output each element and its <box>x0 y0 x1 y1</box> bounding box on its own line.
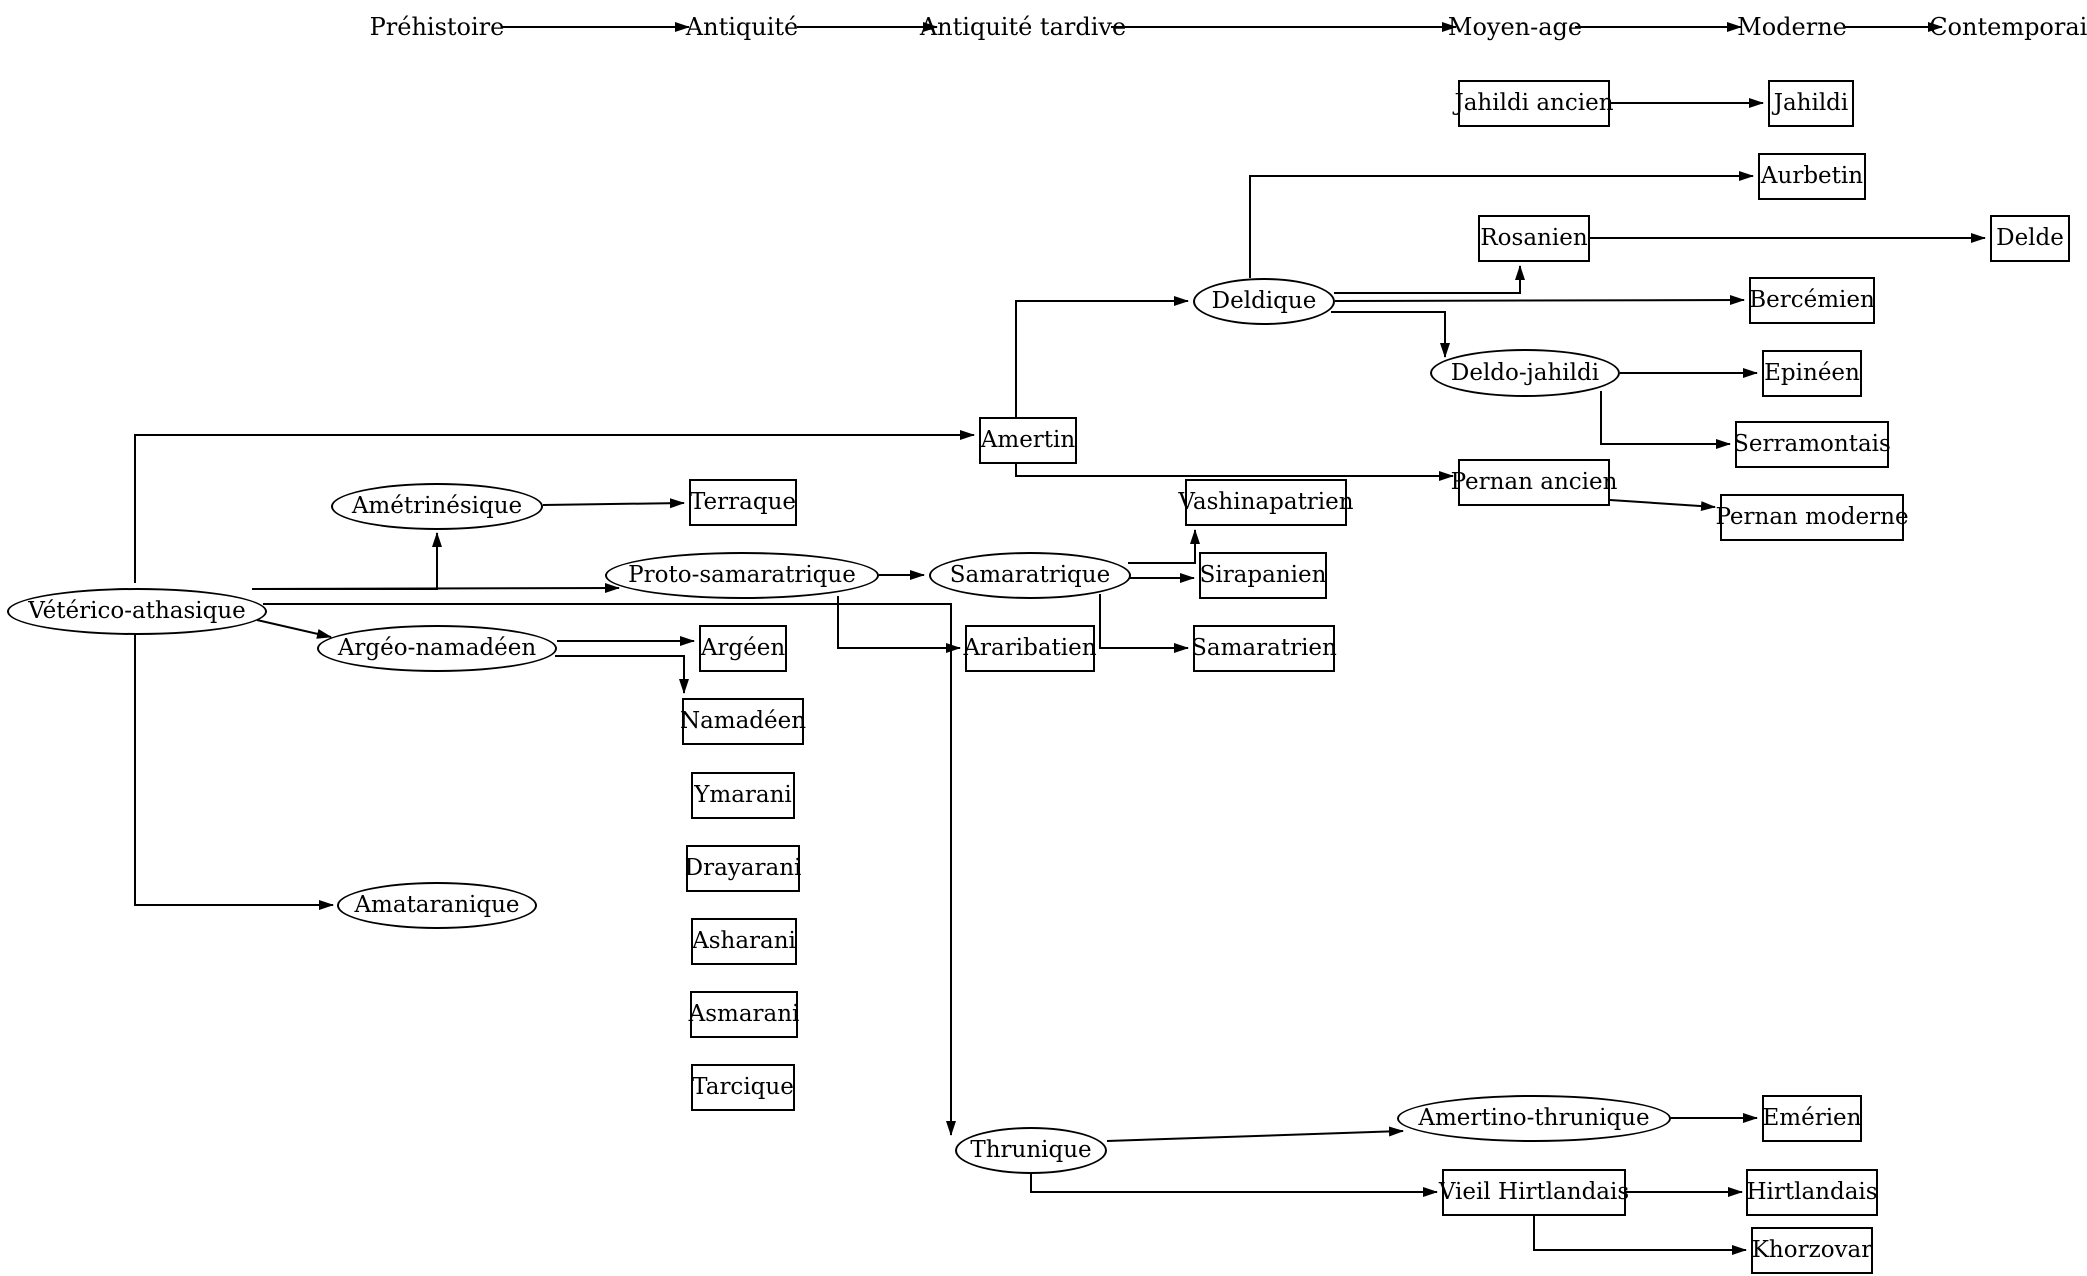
node-argeo-namadeen: Argéo-namadéen <box>317 624 557 672</box>
node-pernan-ancien: Pernan ancien <box>1451 458 1617 506</box>
node-ymarani: Ymarani <box>691 771 795 819</box>
edge-deldique-deldo-jahildi <box>1331 311 1450 358</box>
edge-veterico-athasique-argeo-namadeen <box>256 619 332 639</box>
edge-thrunique-amertino-thrunique <box>1106 1126 1404 1142</box>
node-asmarani: Asmarani <box>689 990 799 1038</box>
node-amertin: Amertin <box>979 416 1077 464</box>
edge-argeo-namadeen-namadeen <box>555 655 689 694</box>
node-argeen: Argéen <box>699 624 787 672</box>
node-epineen: Epinéen <box>1762 349 1862 397</box>
edge-amertin-pernan-ancien <box>1015 463 1454 481</box>
node-ametrinesique: Amétrinésique <box>331 482 543 530</box>
node-rosanien: Rosanien <box>1478 214 1590 262</box>
node-terraque: Terraque <box>689 478 797 526</box>
node-bercemien: Bercémien <box>1749 276 1875 324</box>
edge-deldique-aurbetin <box>1249 171 1754 278</box>
node-amataranique: Amataranique <box>337 881 537 929</box>
node-deldo-jahildi: Deldo-jahildi <box>1430 349 1620 397</box>
edge-veterico-athasique-ametrinesique <box>252 532 442 590</box>
node-delde: Delde <box>1990 214 2070 262</box>
era-label-moderne: Moderne <box>1737 13 1847 41</box>
edge-veterico-athasique-thrunique <box>263 603 956 1136</box>
edge-thrunique-vieil-hirtlandais <box>1030 1173 1438 1197</box>
edge-veterico-athasique-amataranique <box>134 625 334 910</box>
edge-ametrinesique-terraque <box>542 498 685 509</box>
node-emerien: Emérien <box>1762 1094 1862 1142</box>
edge-pernan-ancien-pernan-moderne <box>1609 499 1716 512</box>
node-samaratrique: Samaratrique <box>929 551 1131 599</box>
node-samaratrien: Samaratrien <box>1191 624 1337 672</box>
node-pernan-moderne: Pernan moderne <box>1715 493 1909 541</box>
node-araribatien: Araribatien <box>963 624 1097 672</box>
node-khorzovar: Khorzovar <box>1751 1226 1873 1274</box>
node-jahildi: Jahildi <box>1768 79 1854 127</box>
node-hirtlandais: Hirtlandais <box>1746 1168 1878 1216</box>
edge-amertin-deldique <box>1015 296 1189 417</box>
era-label-contemporain: Contemporain <box>1929 13 2087 41</box>
node-jahildi-ancien: Jahildi ancien <box>1454 79 1614 127</box>
node-amertino-thrunique: Amertino-thrunique <box>1397 1094 1671 1142</box>
node-aurbetin: Aurbetin <box>1758 152 1866 200</box>
node-sirapanien: Sirapanien <box>1199 551 1327 599</box>
era-label-antiquite: Antiquité <box>685 13 799 41</box>
edge-samaratrique-samaratrien <box>1099 594 1189 653</box>
node-serramontais: Serramontais <box>1733 420 1891 468</box>
node-drayarani: Drayarani <box>685 844 801 892</box>
era-label-antiquite-tardive: Antiquité tardive <box>919 13 1127 41</box>
edge-deldique-bercemien <box>1334 295 1745 306</box>
edge-deldique-rosanien <box>1334 265 1525 294</box>
era-label-moyen-age: Moyen-age <box>1447 13 1583 41</box>
node-deldique: Deldique <box>1193 277 1335 325</box>
edge-samaratrique-vashinapatrien <box>1128 529 1200 564</box>
era-label-prehistoire: Préhistoire <box>369 13 505 41</box>
node-thrunique: Thrunique <box>955 1126 1107 1174</box>
node-proto-samaratrique: Proto-samaratrique <box>605 551 879 599</box>
node-vieil-hirtlandais: Vieil Hirtlandais <box>1439 1168 1629 1216</box>
edge-deldo-jahildi-serramontais <box>1600 391 1731 449</box>
edge-vieil-hirtlandais-khorzovar <box>1533 1215 1747 1255</box>
node-vashinapatrien: Vashinapatrien <box>1178 478 1354 526</box>
node-veterico-athasique: Vétérico-athasique <box>7 587 267 635</box>
node-namadeen: Namadéen <box>680 697 806 745</box>
edge-veterico-athasique-amertin <box>134 430 975 583</box>
edge-veterico-athasique-proto-samaratrique <box>251 583 620 594</box>
node-asharani: Asharani <box>691 917 797 965</box>
edge-proto-samaratrique-araribatien <box>837 596 961 653</box>
node-tarcique: Tarcique <box>691 1063 795 1111</box>
